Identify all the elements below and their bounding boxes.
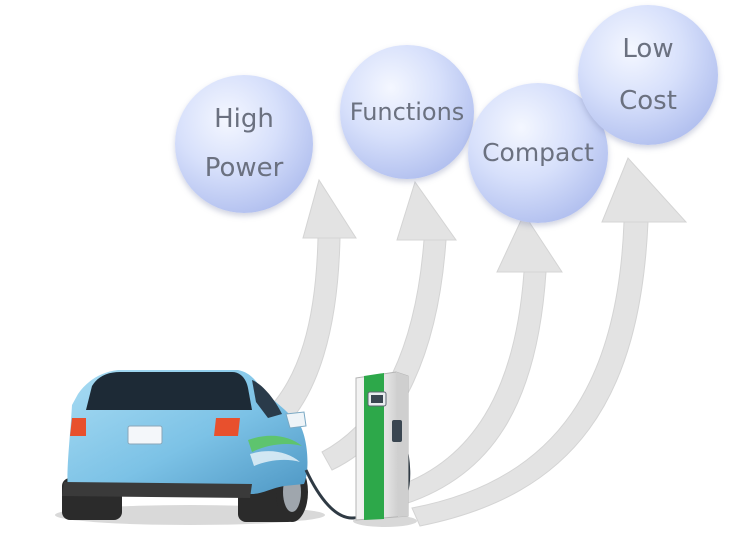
node-compact-label: Compact <box>482 138 594 168</box>
node-high-power: High Power <box>175 75 313 213</box>
arrow-high-power <box>261 178 357 431</box>
arrow-low-cost <box>411 157 688 527</box>
node-low-cost-line-2: Cost <box>619 86 677 116</box>
arrow-compact <box>397 212 563 505</box>
arrows-group <box>261 157 688 527</box>
node-low-cost-line-1: Low <box>622 34 674 64</box>
ev-car-icon <box>55 370 325 525</box>
node-high-power-line-1: High <box>214 103 274 134</box>
node-functions-label: Functions <box>349 98 465 126</box>
node-low-cost: Low Cost <box>578 5 718 145</box>
charging-station-icon <box>353 371 417 527</box>
node-high-power-line-2: Power <box>204 153 284 183</box>
node-functions: Functions <box>340 45 474 179</box>
